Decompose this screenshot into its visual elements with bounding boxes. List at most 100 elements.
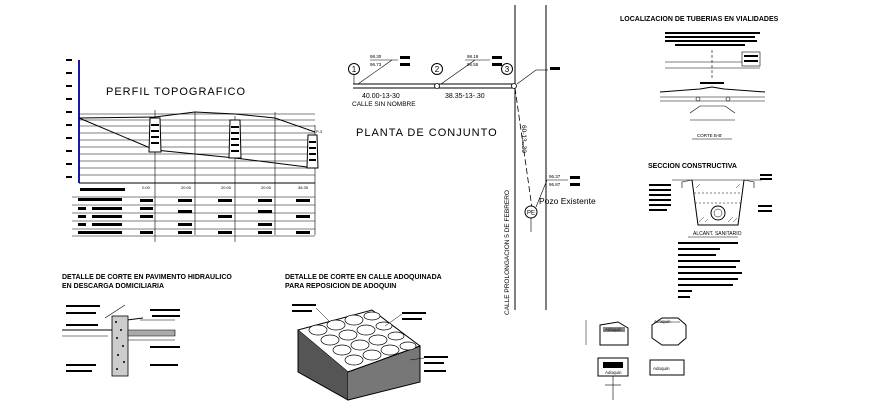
elevation-callouts: 98.30 96.73 98.19 96.55 96.37 96.87: [357, 54, 580, 208]
trench-section: [649, 174, 772, 226]
detalle-hidraulico-title-2: EN DESCARGA DOMICILIARIA: [62, 283, 164, 290]
seccion-caption: ALCANT. SANITARIO: [693, 231, 742, 237]
manholes-profile: [148, 117, 319, 169]
segment-label: 38.35-13-.30: [445, 93, 485, 100]
section-callouts: [649, 174, 772, 212]
pipe-run-vertical: [514, 87, 533, 209]
node-number: 2: [435, 65, 440, 74]
detalle-adoquin-title-1: DETALLE DE CORTE EN CALLE ADOQUINADA: [285, 274, 442, 281]
station-label: 20.00: [261, 185, 272, 190]
data-table-rows: [78, 188, 310, 234]
manhole-3: [306, 134, 319, 169]
curb-block: [111, 315, 129, 377]
table-cell: [296, 215, 310, 218]
table-cell: [78, 198, 122, 201]
node-number: 3: [505, 65, 510, 74]
station-label: 20.00: [221, 185, 232, 190]
pavement-section-drawing: [62, 304, 180, 377]
table-cell: [78, 215, 86, 218]
adoquin-block-4: Adoquin: [649, 359, 685, 376]
table-cell: [218, 231, 232, 234]
table-cell: [78, 223, 86, 226]
adoquin-label: Adoquin: [653, 366, 670, 371]
pozo-label: Pozo Existente: [539, 196, 596, 206]
table-cell: [92, 215, 122, 218]
table-cell: [78, 231, 122, 234]
segment-label: 40.00-13-30: [362, 93, 400, 100]
detalle-calle-adoquinada: DETALLE DE CORTE EN CALLE ADOQUINADA PAR…: [285, 274, 448, 401]
station-label: 38.35: [298, 185, 309, 190]
detalle-adoquin-title-2: PARA REPOSICION DE ADOQUIN: [285, 283, 396, 290]
table-cell: [178, 231, 192, 234]
adoquin-details: Adoquin Adoquin Adoquin Adoquin: [585, 317, 687, 400]
planta-title: PLANTA DE CONJUNTO: [356, 127, 498, 139]
localizacion-title: LOCALIZACION DE TUBERIAS EN VIALIDADES: [620, 16, 779, 23]
manhole-hatch: [151, 124, 316, 161]
table-cell: [140, 199, 153, 202]
perfil-title: PERFIL TOPOGRAFICO: [106, 86, 246, 98]
table-cell: [218, 199, 232, 202]
table-cell: [140, 231, 153, 234]
table-cell: [258, 210, 272, 213]
notes-block: [665, 32, 760, 46]
pozo-existente: PE Pozo Existente: [524, 196, 596, 232]
adoquin-block-2: Adoquin: [651, 317, 687, 346]
elevation-label: 96.37: [549, 174, 561, 179]
pipe-invert-line: [78, 117, 316, 169]
elevation-label: 96.55: [467, 62, 479, 67]
elevation-label: 96.73: [370, 62, 382, 67]
node-2: 2: [431, 63, 443, 89]
manhole-1: [148, 117, 162, 153]
localizacion-tuberias: LOCALIZACION DE TUBERIAS EN VIALIDADES C: [620, 16, 779, 140]
adoquin-label: Adoquin: [654, 319, 671, 324]
adoquin-label: Adoquin: [605, 327, 622, 332]
elevation-scale-ticks: [66, 59, 72, 178]
table-cell: [92, 207, 122, 210]
adoquin-callouts: [292, 304, 448, 372]
table-cell: [178, 199, 192, 202]
planta-de-conjunto: 1 2 3 98.30 96.73 98.19 96.55: [348, 5, 596, 315]
table-cell: [296, 199, 310, 202]
table-cell: [92, 223, 122, 226]
table-cell: [258, 231, 272, 234]
pipe-section: [710, 205, 726, 221]
station-labels: 0.00 20.00 20.00 20.00 38.35: [142, 185, 309, 190]
table-cell: [178, 223, 192, 226]
road-section: [659, 82, 766, 121]
corte-label: CORTE B-B': [697, 133, 722, 138]
table-cell: [140, 207, 153, 210]
station-label: 20.00: [181, 185, 192, 190]
table-cell: [178, 210, 192, 213]
station-label: 0.00: [142, 185, 151, 190]
paver-stones: [308, 311, 417, 366]
node-3: 3: [501, 63, 517, 89]
adoquin-label: Adoquin: [605, 370, 622, 375]
table-cell: [218, 215, 232, 218]
seccion-constructiva: SECCION CONSTRUCTIVA ALCANT. S: [648, 163, 772, 298]
table-cell: [258, 223, 272, 226]
adoquin-block-3: Adoquin: [597, 357, 629, 400]
vertical-segment-label: 60-13-.30: [520, 125, 527, 153]
road-plan-top: [665, 50, 761, 78]
node-1: 1: [348, 63, 360, 84]
paver-isometric: [292, 304, 448, 401]
elevation-label: 98.19: [467, 54, 479, 59]
detalle-pavimento-hidraulico: DETALLE DE CORTE EN PAVIMENTO HIDRAULICO…: [62, 274, 232, 377]
terrain-line: [78, 111, 316, 133]
profile-end-label: P-3: [316, 129, 323, 134]
node-number: 1: [352, 65, 357, 74]
profile-grid: [79, 110, 316, 242]
detalle-hidraulico-title-1: DETALLE DE CORTE EN PAVIMENTO HIDRAULICO: [62, 274, 232, 281]
pozo-tag: PE: [527, 211, 535, 217]
elevation-label: 96.87: [549, 182, 561, 187]
table-cell: [78, 207, 86, 210]
street-name: CALLE SIN NOMBRE: [352, 101, 416, 108]
table-cell: [296, 231, 310, 234]
table-cell: [258, 199, 272, 202]
seccion-notes: [678, 242, 742, 298]
data-table-lines: [72, 196, 315, 237]
perfil-topografico: PERFIL TOPOGRAFICO: [66, 59, 323, 242]
seccion-title: SECCION CONSTRUCTIVA: [648, 163, 737, 170]
adoquin-block-1: Adoquin: [599, 321, 629, 346]
